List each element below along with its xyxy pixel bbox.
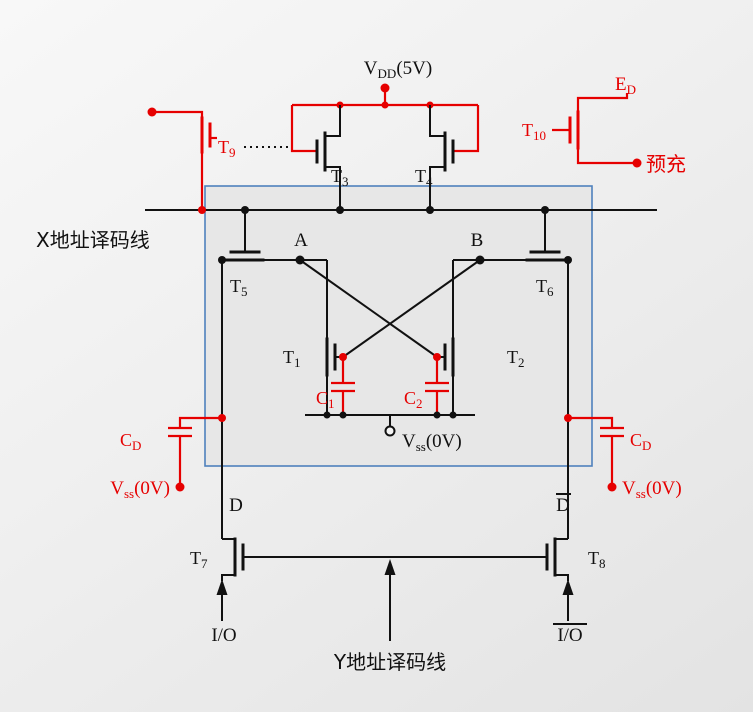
- transistor-t9: [147, 107, 291, 214]
- transistor-t3: [315, 105, 344, 214]
- t7-label: T7: [190, 548, 208, 571]
- vdd-label: VDD(5V): [364, 58, 432, 81]
- y-decode-label: Y地址译码线: [333, 650, 446, 674]
- capacitor-c2: [425, 353, 449, 415]
- node-b-label: B: [471, 230, 484, 251]
- ground-rail: [305, 411, 475, 437]
- t5-label: T5: [230, 276, 248, 299]
- vdd-rail: [290, 83, 480, 153]
- cd-left-label: CD: [120, 430, 141, 453]
- io-arrow: [216, 579, 228, 595]
- c1-label: C1: [316, 388, 335, 411]
- d-bar-label-group: D: [556, 493, 571, 516]
- t2-label: T2: [507, 347, 525, 370]
- transistor-t7: [221, 537, 245, 581]
- d-label: D: [229, 495, 243, 516]
- io-bar-arrow: [562, 579, 574, 595]
- io-bar-label: I/O: [557, 625, 582, 646]
- y-decode-line: [243, 556, 547, 641]
- transistor-t1: [325, 260, 343, 415]
- t3-label: T3: [331, 166, 349, 189]
- transistor-t2: [437, 260, 455, 415]
- transistor-t8: [545, 537, 569, 581]
- d-bar-label: D: [556, 495, 570, 516]
- y-decode-arrow: [384, 559, 396, 575]
- io-label: I/O: [211, 625, 236, 646]
- io-line: [216, 579, 228, 621]
- capacitor-c1: [331, 353, 355, 415]
- t10-label: T10: [522, 120, 546, 143]
- vss-terminal: [384, 425, 396, 437]
- io-bar-line: [553, 579, 587, 625]
- ed-label: ED: [615, 74, 636, 97]
- cd-right-label: CD: [630, 430, 651, 453]
- x-decode-label: X地址译码线: [36, 228, 150, 252]
- t1-label: T1: [283, 347, 301, 370]
- vss-right-label: Vss(0V): [622, 478, 682, 501]
- t9-label: T9: [218, 137, 236, 160]
- capacitor-cd-left: [168, 414, 226, 492]
- transistor-t4: [426, 105, 455, 214]
- precharge-label: 预充: [646, 152, 686, 176]
- precharge-terminal-dot: [632, 158, 642, 168]
- transistor-t6: [453, 206, 572, 264]
- t8-label: T8: [588, 548, 606, 571]
- memory-cell-boundary: [204, 185, 593, 467]
- transistor-t10: [552, 93, 642, 168]
- t4-label: T4: [415, 166, 433, 189]
- vss-center-label: Vss(0V): [402, 431, 462, 454]
- cross-coupling-wires: [299, 259, 481, 358]
- c2-label: C2: [404, 388, 423, 411]
- node-a-label: A: [294, 230, 308, 251]
- capacitor-cd-right: [564, 414, 624, 492]
- t6-label: T6: [536, 276, 554, 299]
- vss-left-label: Vss(0V): [110, 478, 170, 501]
